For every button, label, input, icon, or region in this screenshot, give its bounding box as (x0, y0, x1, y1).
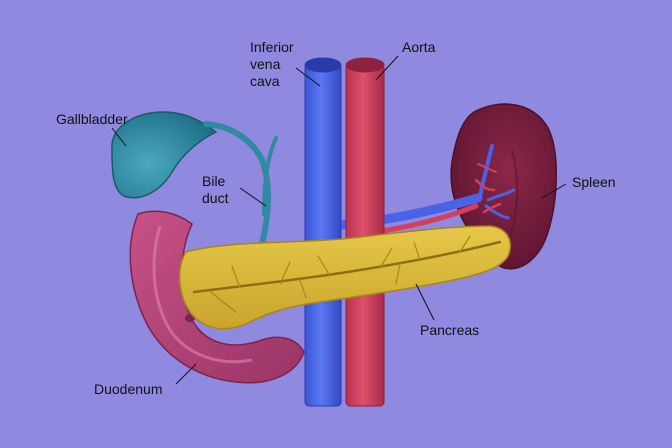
label-aorta: Aorta (402, 39, 436, 55)
label-bile-duct: Bile duct (202, 173, 229, 206)
label-ivc-line-1: Inferior (250, 39, 294, 55)
inferior-vena-cava (304, 57, 342, 407)
leader-bile-duct (239, 187, 267, 207)
leader-aorta (375, 55, 399, 81)
label-pancreas: Pancreas (420, 322, 479, 338)
gallbladder (111, 111, 218, 199)
label-duodenum: Duodenum (94, 381, 163, 397)
label-bile-duct-line-1: Bile (202, 173, 226, 189)
leader-ivc (295, 67, 321, 87)
splenic-vessels (474, 144, 516, 220)
label-spleen: Spleen (572, 174, 616, 190)
label-bile-duct-line-2: duct (202, 190, 229, 206)
leader-pancreas (415, 283, 435, 321)
leader-gallbladder (111, 127, 127, 147)
duodenum (129, 210, 305, 384)
label-inferior-vena-cava: Inferior vena cava (250, 39, 297, 89)
aorta (345, 57, 385, 407)
label-ivc-line-3: cava (250, 73, 280, 89)
label-gallbladder: Gallbladder (56, 111, 128, 127)
pancreas (178, 225, 511, 330)
label-ivc-line-2: vena (250, 56, 281, 72)
leader-spleen (541, 183, 567, 199)
leader-duodenum (175, 363, 197, 385)
